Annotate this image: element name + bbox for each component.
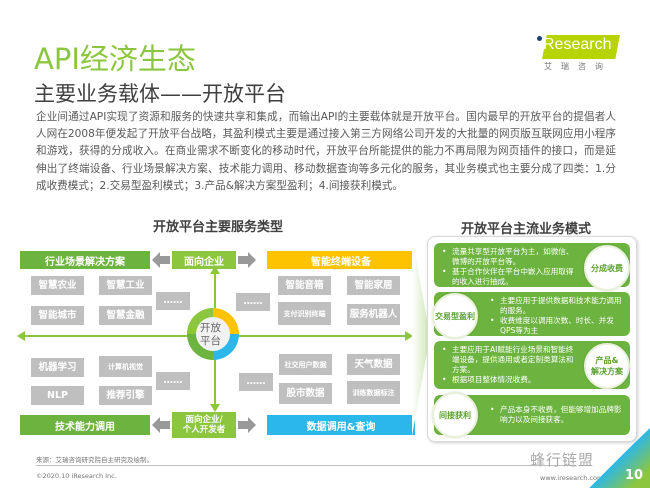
item-stock-data: 股市数据 <box>279 383 332 404</box>
logo-dot-icon <box>537 36 542 41</box>
bullet: 主要应用于AI赋能行业场景和智能终端设备，提供通用或者定制类算法和方案。 <box>442 345 580 375</box>
business-model-panel: 流量共享型开放平台为主，如微信、微博的开放平台等。 基于合作伙伴在平台中嵌入应用… <box>427 236 637 442</box>
item-recommendation-engine: 推荐引擎 <box>99 386 152 405</box>
item-more: …… <box>156 292 190 310</box>
bullet: 流量共享型开放平台为主，如微信、微博的开放平台等。 <box>442 247 580 267</box>
copyright: ©2020.10 iResearch Inc. <box>36 472 117 480</box>
item-more: …… <box>156 372 190 390</box>
pointer-arrow-icon <box>412 236 430 436</box>
bullet: 主要应用于提供数据和技术能力调用的服务。 <box>490 296 624 316</box>
iresearch-logo: Research 艾瑞咨询 <box>534 33 620 73</box>
arrow-left-icon <box>152 417 170 433</box>
logo-badge <box>542 35 620 59</box>
arrow-right-icon <box>238 252 256 268</box>
item-smart-agriculture: 智慧农业 <box>31 276 84 295</box>
page-subtitle: 主要业务载体——开放平台 <box>34 82 286 106</box>
badge-transaction: 交易型盈利 <box>432 293 478 339</box>
arrow-right-icon <box>238 417 256 433</box>
bullet: 基于合作伙伴在平台中嵌入应用取得的收入进行抽成。 <box>442 267 580 287</box>
band-tech-capability: 技术能力调用 <box>20 415 150 435</box>
right-panel-title: 开放平台主流业务模式 <box>461 222 592 237</box>
band-data-query: 数据调用&查询 <box>267 415 415 435</box>
item-weather-data: 天气数据 <box>347 354 400 375</box>
footer-divider <box>36 465 576 466</box>
page-title: API经济生态 <box>34 42 196 76</box>
item-smart-industry: 智慧工业 <box>99 276 152 295</box>
bullet: 产品本身不收费，但能够增加品牌影响力以及间接获客。 <box>490 405 624 425</box>
band-smart-devices: 智能终端设备 <box>267 251 415 269</box>
left-diagram-title: 开放平台主要服务类型 <box>153 220 284 235</box>
bullet: 收费维度以调用次数、时长、并发QPS等为主 <box>490 316 624 336</box>
item-payment-terminal: 支付识别终端 <box>278 302 331 325</box>
center-label-1: 开放 <box>200 322 221 334</box>
item-smart-speaker: 智能音箱 <box>278 276 331 295</box>
item-smart-city: 智能城市 <box>31 306 84 325</box>
page-number: 10 <box>625 468 644 483</box>
source-note: 来源：艾瑞咨询研究院自主研究及绘制。 <box>36 456 153 464</box>
item-machine-learning: 机器学习 <box>31 358 84 377</box>
intro-paragraph: 企业间通过API实现了资源和服务的快速共享和集成，而输出API的主要载体就是开放… <box>36 111 616 192</box>
item-service-robot: 服务机器人 <box>347 304 400 325</box>
item-more: …… <box>239 373 273 391</box>
item-smart-finance: 智慧金融 <box>99 306 152 325</box>
item-nlp: NLP <box>31 386 84 405</box>
bullet: 根据项目整体情况收费。 <box>442 375 580 385</box>
logo-brand: Research <box>543 36 612 53</box>
badge-indirect: 间接获利 <box>432 392 478 438</box>
item-computer-vision: 计算机视觉 <box>99 356 152 377</box>
badge-product-solution: 产品& 解决方案 <box>584 343 630 389</box>
center-label-2: 平台 <box>200 335 221 347</box>
item-smart-home: 智能家居 <box>347 276 400 295</box>
label-enterprise-developer: 面向企业/ 个人开发者 <box>172 412 236 438</box>
item-more: …… <box>236 293 270 311</box>
item-social-user-data: 社交用户数据 <box>279 354 332 375</box>
website-url: www.iresearch.com.cn <box>540 474 614 482</box>
item-training-data-labeling: 训练数据标注 <box>347 381 400 404</box>
arrow-left-icon <box>152 252 170 268</box>
label-enterprise: 面向企业 <box>172 251 236 269</box>
logo-cn: 艾瑞咨询 <box>544 62 612 71</box>
band-industry-solutions: 行业场景解决方案 <box>20 251 150 269</box>
center-ring-icon <box>187 308 239 360</box>
watermark: 蜂行链盟 <box>530 451 595 469</box>
badge-revenue-share: 分成收费 <box>584 245 630 291</box>
